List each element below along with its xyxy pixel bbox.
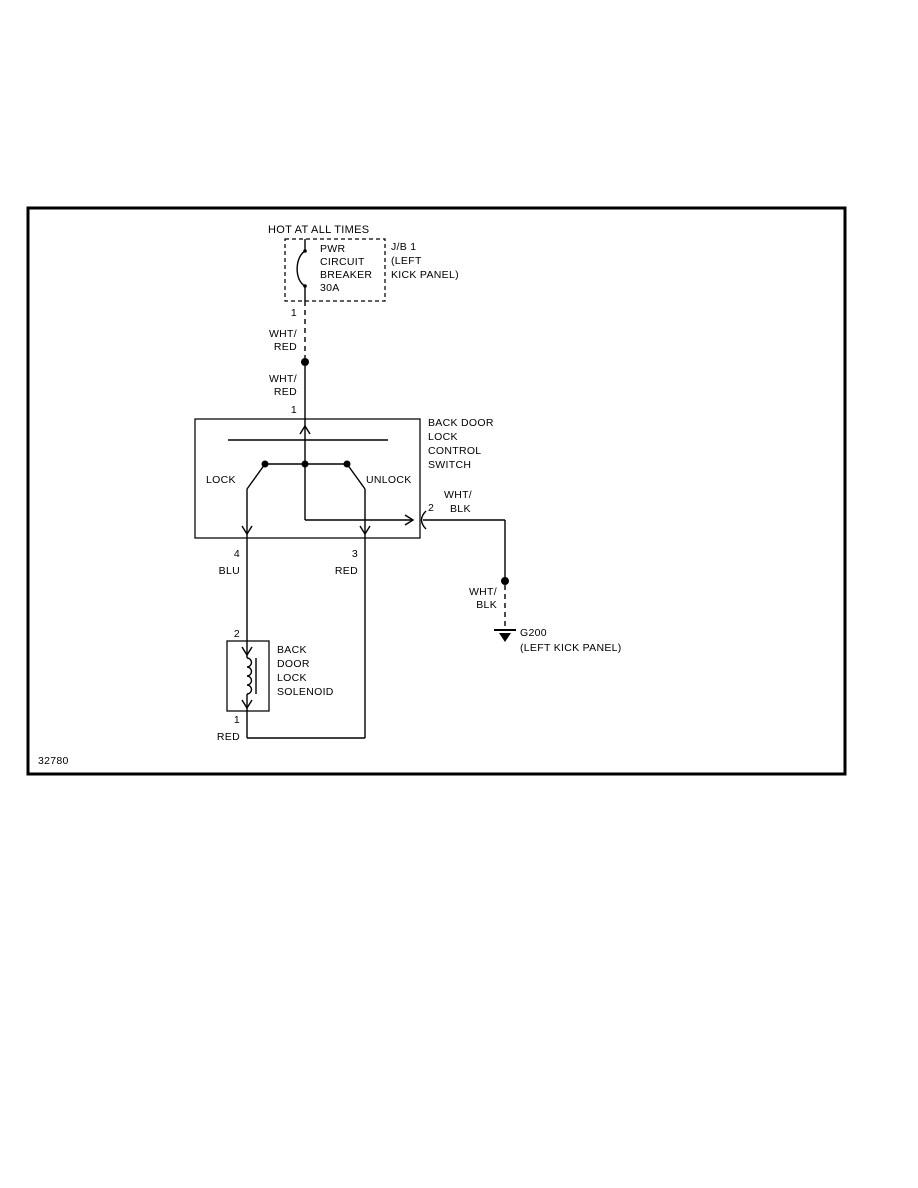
diagram-frame xyxy=(26,206,847,776)
wire-color-label: RED xyxy=(274,386,297,398)
pin-number: 2 xyxy=(234,628,240,640)
arrow-up-icon xyxy=(299,424,311,435)
solenoid-name-label: BACK xyxy=(277,644,307,656)
ground-location-label: (LEFT KICK PANEL) xyxy=(520,642,622,654)
junction-block-label: KICK PANEL) xyxy=(391,269,459,281)
lock-switch-blade xyxy=(246,463,266,490)
wire-color-label: RED xyxy=(335,565,358,577)
connector-symbol xyxy=(420,510,427,530)
pin-number: 1 xyxy=(234,714,240,726)
switch-name-label: BACK DOOR xyxy=(428,417,494,429)
junction-block-label: (LEFT xyxy=(391,255,422,267)
switch-name-label: CONTROL xyxy=(428,445,481,457)
wire-color-label: RED xyxy=(217,731,240,743)
lock-control-switch-box xyxy=(194,418,421,539)
lock-position-label: LOCK xyxy=(206,474,236,486)
switch-name-label: SWITCH xyxy=(428,459,471,471)
circuit-breaker-symbol xyxy=(296,250,306,287)
arrow-down-icon xyxy=(241,646,253,657)
unlock-switch-blade xyxy=(346,463,366,490)
solenoid-coil-symbol xyxy=(246,657,253,695)
splice-dot xyxy=(301,358,309,366)
wire-color-label: WHT/ xyxy=(444,489,472,501)
solenoid-name-label: DOOR xyxy=(277,658,310,670)
breaker-label: CIRCUIT xyxy=(320,256,365,268)
ground-name-label: G200 xyxy=(520,627,547,639)
breaker-label: 30A xyxy=(320,282,340,294)
contact-dot xyxy=(301,460,309,468)
switch-name-label: LOCK xyxy=(428,431,458,443)
arrow-down-icon xyxy=(241,699,253,710)
breaker-terminal-dot xyxy=(303,249,307,253)
ground-symbol xyxy=(499,633,511,642)
solenoid-name-label: SOLENOID xyxy=(277,686,334,698)
wire-color-label: BLK xyxy=(450,503,471,515)
wire-color-label: RED xyxy=(274,341,297,353)
pin-number: 1 xyxy=(291,404,297,416)
pin-number: 1 xyxy=(291,307,297,319)
hot-at-all-times-label: HOT AT ALL TIMES xyxy=(268,224,369,236)
wire-color-label: BLK xyxy=(476,599,497,611)
wire-color-label: BLU xyxy=(219,565,240,577)
splice-dot xyxy=(501,577,509,585)
junction-block-label: J/B 1 xyxy=(391,241,416,253)
arrow-right-icon xyxy=(404,514,415,526)
wire-color-label: WHT/ xyxy=(269,328,297,340)
wire-color-label: WHT/ xyxy=(469,586,497,598)
pin-number: 4 xyxy=(234,548,240,560)
solenoid-name-label: LOCK xyxy=(277,672,307,684)
lock-solenoid-box xyxy=(226,640,270,712)
wire-color-label: WHT/ xyxy=(269,373,297,385)
pin-number: 2 xyxy=(428,502,434,514)
arrow-down-icon xyxy=(241,525,253,536)
arrow-down-icon xyxy=(359,525,371,536)
unlock-position-label: UNLOCK xyxy=(366,474,412,486)
junction-block-box xyxy=(284,238,386,302)
figure-number: 32780 xyxy=(38,755,69,767)
breaker-label: BREAKER xyxy=(320,269,372,281)
pin-number: 3 xyxy=(352,548,358,560)
breaker-label: PWR xyxy=(320,243,346,255)
